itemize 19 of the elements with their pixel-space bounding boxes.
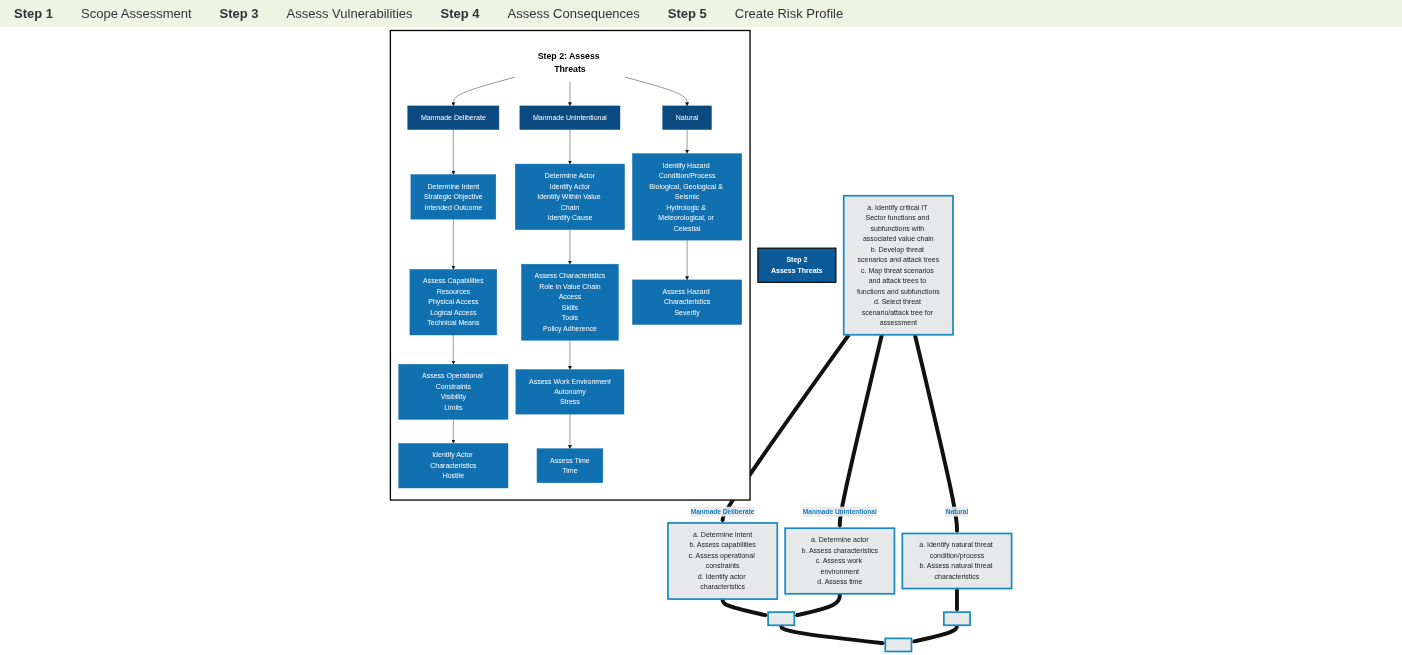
- arrow: [837, 334, 884, 529]
- cluster: [389, 29, 751, 501]
- node-text: Step 2: Assess Threats: [537, 50, 600, 74]
- node-box: [767, 611, 796, 627]
- arrow: [779, 624, 886, 646]
- step-number: Step 5: [667, 6, 707, 21]
- step-title: Assess Vulnerabilities: [286, 6, 413, 21]
- node-box: [884, 637, 913, 653]
- node-box: [942, 611, 971, 627]
- arrow: [911, 624, 959, 644]
- step-number: Step 4: [440, 6, 480, 21]
- arrow: [720, 598, 769, 618]
- arrow: [913, 334, 959, 534]
- step-number: Step 1: [14, 6, 53, 21]
- arrow: [955, 588, 959, 613]
- step-title: Create Risk Profile: [734, 6, 844, 21]
- step-title: Scope Assessment: [81, 6, 192, 21]
- step-number: Step 3: [219, 6, 259, 21]
- step-title: Assess Consequences: [507, 6, 640, 21]
